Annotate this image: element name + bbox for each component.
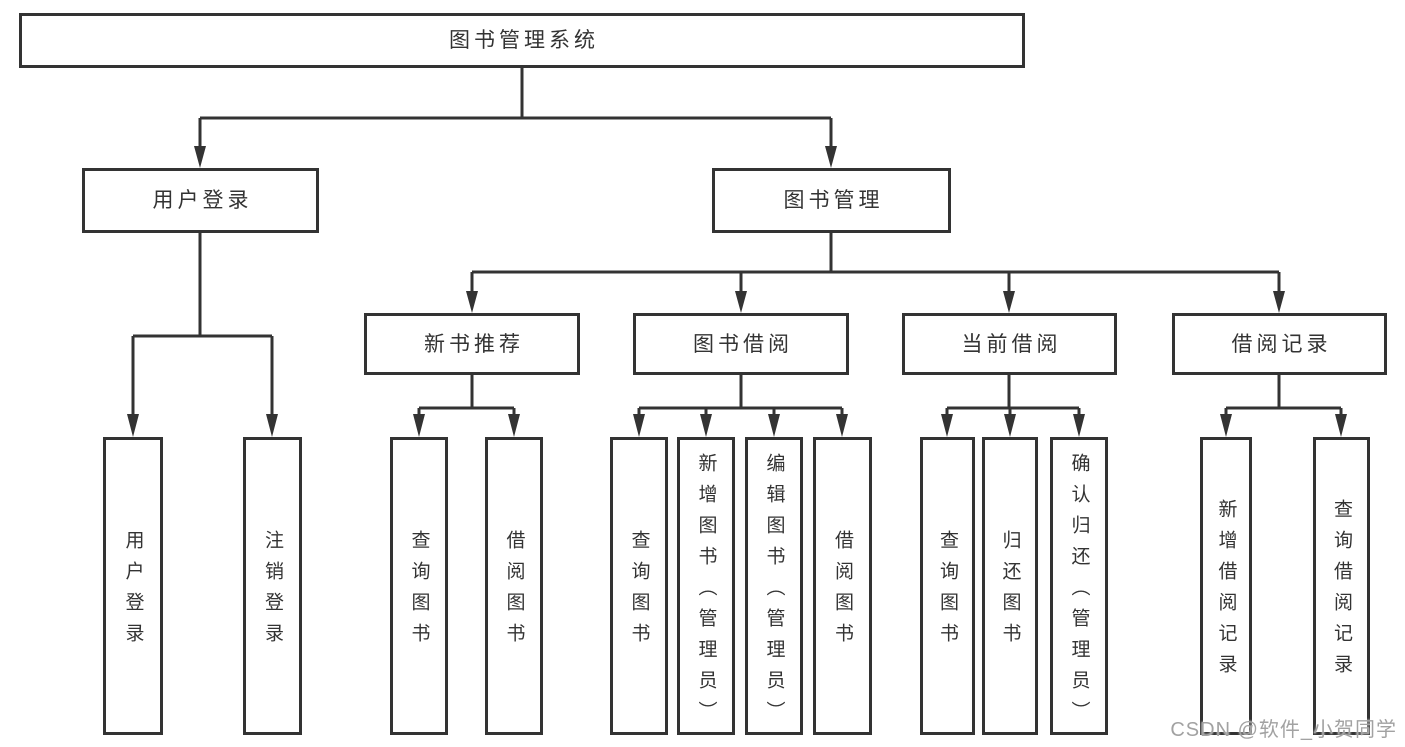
- connector-book-mgmt-to-level3: [470, 233, 1281, 293]
- leaf-confirm-return-admin: 确认归还（管理员）: [1050, 437, 1108, 735]
- leaf-query-borrow-record: 查询借阅记录: [1313, 437, 1370, 735]
- connector-user-login-to-leaves: [131, 233, 274, 416]
- node-new-book-recommend: 新书推荐: [364, 313, 580, 375]
- node-current-borrow: 当前借阅: [902, 313, 1117, 375]
- leaf-borrow-book-recommend: 借阅图书: [485, 437, 543, 735]
- node-root-system: 图书管理系统: [19, 13, 1025, 68]
- node-book-management: 图书管理: [712, 168, 951, 233]
- leaf-add-borrow-record: 新增借阅记录: [1200, 437, 1252, 735]
- node-book-borrow: 图书借阅: [633, 313, 849, 375]
- connector-root-to-level2: [198, 68, 833, 148]
- leaf-add-book-admin: 新增图书（管理员）: [677, 437, 735, 735]
- node-user-login: 用户登录: [82, 168, 319, 233]
- connector-current-borrow-to-leaves: [945, 375, 1081, 415]
- leaf-edit-book-admin: 编辑图书（管理员）: [745, 437, 803, 735]
- connector-new-book-to-leaves: [417, 375, 516, 415]
- leaf-borrow-book: 借阅图书: [813, 437, 872, 735]
- connector-borrow-records-to-leaves: [1224, 375, 1343, 415]
- leaf-return-book: 归还图书: [982, 437, 1038, 735]
- node-borrow-records: 借阅记录: [1172, 313, 1387, 375]
- watermark: CSDN @软件_小贺同学: [1170, 719, 1397, 741]
- connector-book-borrow-to-leaves: [637, 375, 844, 415]
- leaf-query-book-recommend: 查询图书: [390, 437, 448, 735]
- leaf-logout: 注销登录: [243, 437, 302, 735]
- leaf-query-book-borrow: 查询图书: [610, 437, 668, 735]
- leaf-query-book-current: 查询图书: [920, 437, 975, 735]
- leaf-user-login: 用户登录: [103, 437, 163, 735]
